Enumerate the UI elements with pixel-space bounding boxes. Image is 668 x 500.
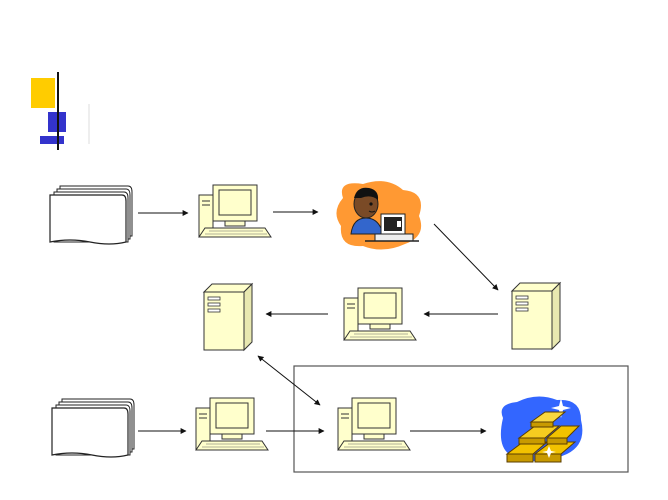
- group-frame: [293, 365, 629, 473]
- desktop-computer-icon: [198, 184, 272, 238]
- gold-bars-icon: [500, 396, 583, 463]
- desktop-computer-icon: [337, 397, 411, 451]
- document-stack-icon: [49, 185, 133, 245]
- arrow-operator-to-server: [433, 223, 499, 291]
- person-at-computer-icon: [336, 181, 422, 250]
- accent-blue-bar: [40, 136, 64, 144]
- desktop-computer-icon: [343, 287, 417, 341]
- server-tower-icon: [203, 283, 253, 351]
- server-tower-icon: [511, 282, 561, 350]
- arrow-server-to-workstation-4: [257, 355, 321, 406]
- accent-yellow-block: [31, 78, 55, 108]
- edge-arrows: [138, 209, 499, 434]
- document-stack-icon: [51, 398, 135, 458]
- desktop-computer-icon: [195, 397, 269, 451]
